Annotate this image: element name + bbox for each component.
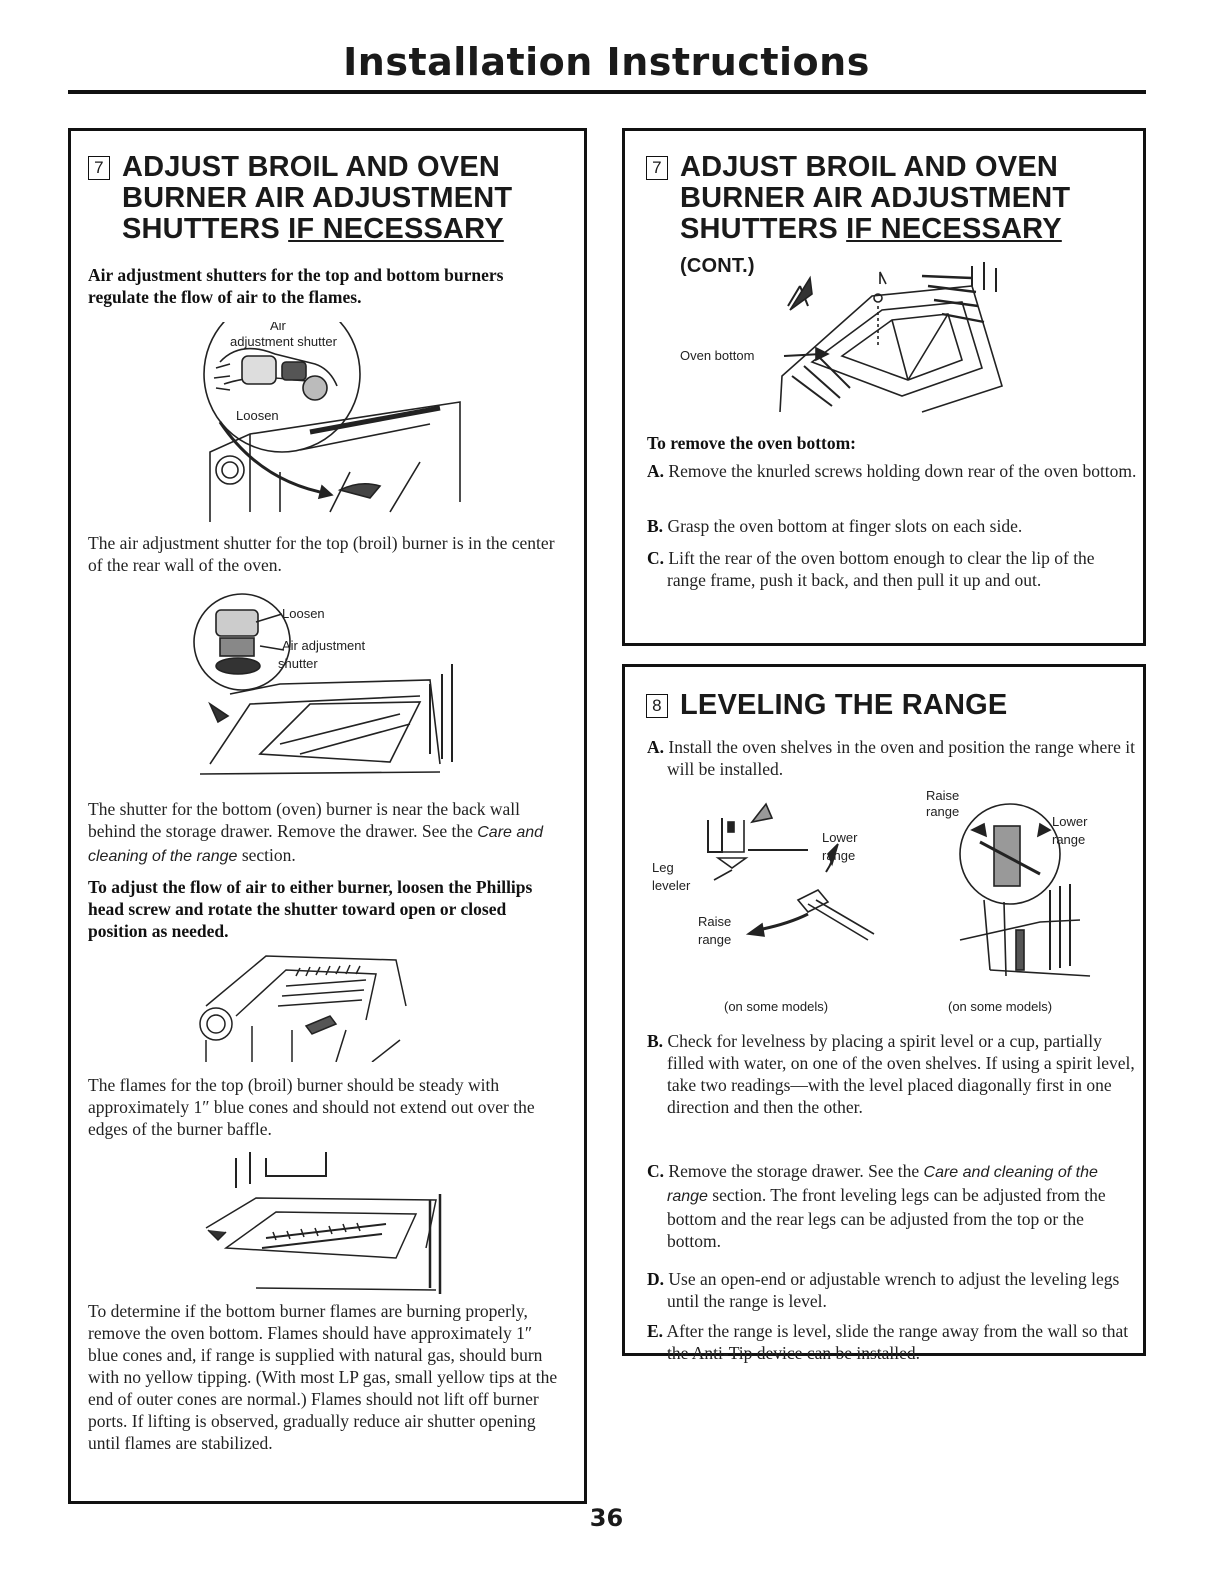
right-top-heading-line2: BURNER AIR ADJUSTMENT xyxy=(680,182,1071,214)
step-text-italic: Care and cleaning of the range xyxy=(667,1164,1098,1205)
step-letter: C. xyxy=(647,548,665,568)
left-para-flames: The flames for the top (broil) burner sh… xyxy=(88,1075,535,1139)
fig-left-leveler: leveler xyxy=(652,878,691,893)
right-top-heading-line3b: IF NECESSARY xyxy=(846,213,1062,245)
broil-flames-illustration xyxy=(199,955,407,1062)
fig-left-leg: Leg xyxy=(652,860,674,875)
left-para-top-burner: The air adjustment shutter for the top (… xyxy=(88,533,555,575)
right-top-step-a: A. Remove the knurled screws holding dow… xyxy=(647,460,1137,482)
step-letter: B. xyxy=(647,516,664,536)
step-number-box: 7 xyxy=(646,156,668,180)
leveling-step-e: E. After the range is level, slide the r… xyxy=(647,1320,1137,1364)
step-letter: B. xyxy=(647,1031,664,1051)
oven-shutter-illustration: Loosen Air adjustment shutter xyxy=(193,593,453,775)
fig-right-range1: range xyxy=(926,804,959,819)
step-letter: A. xyxy=(647,461,665,481)
oven-bottom-label: Oven bottom xyxy=(680,348,754,363)
leveling-step-d: D. Use an open-end or adjustable wrench … xyxy=(647,1268,1137,1312)
fig-left-caption: (on some models) xyxy=(724,999,829,1014)
step-letter: A. xyxy=(647,737,665,757)
right-top-step-b: B. Grasp the oven bottom at finger slots… xyxy=(647,515,1137,537)
broil-shutter-illustration: Air adjustment shutter Loosen xyxy=(203,322,461,522)
step-letter: D. xyxy=(647,1269,665,1289)
page-number: 36 xyxy=(589,1504,624,1532)
fig-left-raise: Raise xyxy=(698,914,731,929)
left-para-determine: To determine if the bottom burner flames… xyxy=(88,1301,558,1453)
left-heading-line2: BURNER AIR ADJUSTMENT xyxy=(122,182,513,214)
section-leveling-range xyxy=(622,664,1146,1356)
step-text: Remove the knurled screws holding down r… xyxy=(668,461,1137,481)
leveling-step-b: B. Check for levelness by placing a spir… xyxy=(647,1030,1137,1118)
left-para-adjust: To adjust the flow of air to either burn… xyxy=(88,877,533,941)
leveling-step-a: A. Install the oven shelves in the oven … xyxy=(647,736,1137,780)
section-right-oven-bottom xyxy=(622,128,1146,646)
leveling-heading: 8 LEVELING THE RANGE xyxy=(646,690,1141,721)
fig2-label-loosen: Loosen xyxy=(282,606,325,621)
left-heading-line3a: SHUTTERS xyxy=(122,213,289,245)
fig-left-lower: Lower xyxy=(822,830,858,845)
step-text-a: Remove the storage drawer. See the xyxy=(668,1161,924,1181)
left-para-bottom-italic: Care and cleaning of the range xyxy=(88,824,544,865)
fig-right-range2: range xyxy=(1052,832,1085,847)
right-top-heading: 7 ADJUST BROIL AND OVEN BURNER AIR ADJUST… xyxy=(646,152,1141,282)
left-heading: 7 ADJUST BROIL AND OVEN BURNER AIR ADJUST… xyxy=(88,152,578,245)
fig-right-raise: Raise xyxy=(926,790,959,803)
oven-bottom-illustration: Oven bottom xyxy=(680,262,1003,413)
right-top-heading-cont: (CONT.) xyxy=(680,255,755,277)
left-heading-line3b: IF NECESSARY xyxy=(288,213,504,245)
title-rule xyxy=(68,90,1146,94)
step-text-b: section. The front leveling legs can be … xyxy=(667,1185,1106,1251)
left-para-bottom-burner: The shutter for the bottom (oven) burner… xyxy=(88,798,558,868)
fig-right-lower: Lower xyxy=(1052,814,1088,829)
page-title: Installation Instructions xyxy=(343,40,870,84)
right-top-heading-line3a: SHUTTERS xyxy=(680,213,847,245)
step-text: After the range is level, slide the rang… xyxy=(666,1321,1129,1363)
left-intro: Air adjustment shutters for the top and … xyxy=(88,265,504,307)
leg-leveler-illustration: Lower range Leg leveler Raise range xyxy=(652,802,875,947)
step-text: Check for levelness by placing a spirit … xyxy=(667,1031,1135,1117)
fig1-label-loosen: Loosen xyxy=(236,408,279,423)
oven-flames-illustration xyxy=(205,1152,442,1294)
fig-right-caption: (on some models) xyxy=(948,999,1053,1014)
fig1-label-air: Air xyxy=(270,322,287,333)
left-para-bottom-b: section. xyxy=(237,845,296,865)
left-heading-line1: ADJUST BROIL AND OVEN xyxy=(122,151,501,183)
fig-left-range2: range xyxy=(698,932,731,947)
left-para-bottom-a: The shutter for the bottom (oven) burner… xyxy=(88,799,521,841)
fig1-label-shutter: adjustment shutter xyxy=(230,334,338,349)
right-top-heading-line1: ADJUST BROIL AND OVEN xyxy=(680,151,1059,183)
step-text: Install the oven shelves in the oven and… xyxy=(667,737,1135,779)
step-number-box: 7 xyxy=(88,156,110,180)
right-top-subheading: To remove the oven bottom: xyxy=(647,433,857,453)
step-text: Grasp the oven bottom at finger slots on… xyxy=(667,516,1023,536)
fig-left-range1: range xyxy=(822,848,855,863)
leveling-heading-text: LEVELING THE RANGE xyxy=(680,689,1008,721)
step-number-box: 8 xyxy=(646,694,668,718)
fig2-label-shutter: shutter xyxy=(278,656,318,671)
step-text: Lift the rear of the oven bottom enough … xyxy=(667,548,1095,590)
leveling-step-c: C. Remove the storage drawer. See the Ca… xyxy=(647,1160,1137,1252)
step-text: Use an open-end or adjustable wrench to … xyxy=(667,1269,1120,1311)
fig2-label-air: Air adjustment xyxy=(282,638,365,653)
section-left-air-shutters xyxy=(68,128,587,1504)
step-letter: C. xyxy=(647,1161,665,1181)
right-top-step-c: C. Lift the rear of the oven bottom enou… xyxy=(647,547,1137,591)
step-letter: E. xyxy=(647,1321,664,1341)
rear-leg-leveling-illustration: Raise range Lower range xyxy=(926,790,1091,977)
